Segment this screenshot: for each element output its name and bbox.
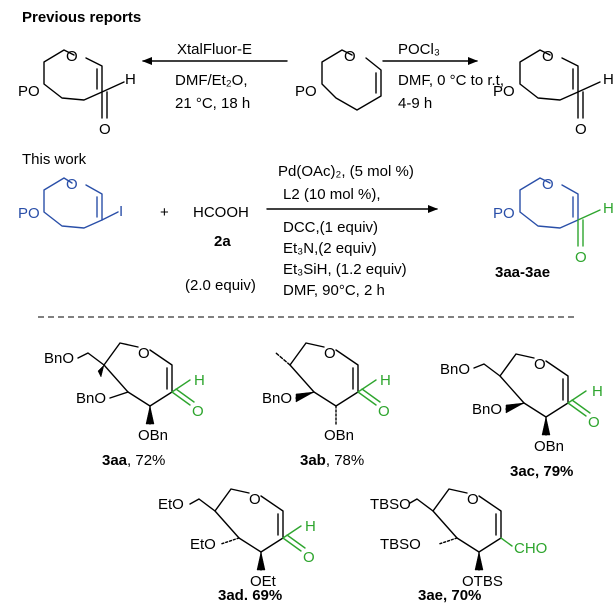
- left-reagent: XtalFluor-E: [177, 41, 252, 58]
- obn-label: OBn: [534, 438, 564, 455]
- aldehyde-oxygen: O: [99, 121, 111, 138]
- svg-text:3ae, 70%: 3ae, 70%: [418, 587, 481, 603]
- ring-oxygen: O: [467, 491, 479, 508]
- ligand: L2 (10 mol %),: [283, 186, 381, 203]
- product-id: 3aa: [102, 452, 128, 469]
- product-id: 3ad: [218, 587, 244, 603]
- left-product: O PO H O: [18, 48, 136, 138]
- bno-label: BnO: [44, 350, 74, 367]
- svg-text:3ac, 79%: 3ac, 79%: [510, 463, 573, 480]
- aldehyde-hydrogen: H: [380, 372, 391, 389]
- ring-oxygen: O: [66, 48, 78, 65]
- ring-oxygen: O: [324, 345, 336, 362]
- catalyst: Pd(OAc)₂, (5 mol %): [278, 163, 414, 180]
- formic-acid-amount: (2.0 equiv): [185, 277, 256, 294]
- product-id: 3ae: [418, 587, 443, 603]
- ring-oxygen: O: [542, 48, 554, 65]
- product-id: 3ab: [300, 452, 326, 469]
- solvent-temp-time: DMF, 90°C, 2 h: [283, 282, 385, 299]
- product-range: 3aa-3ae: [495, 264, 550, 281]
- aldehyde-oxygen: O: [303, 549, 315, 566]
- oet-label: OEt: [250, 573, 277, 590]
- product-3ab: O BnO OBn H O 3ab, 78%: [262, 342, 391, 469]
- product-yield: , 78%: [326, 452, 364, 469]
- plus-sign: +: [160, 204, 169, 221]
- ring-oxygen: O: [534, 356, 546, 373]
- aldehyde-oxygen: O: [575, 121, 587, 138]
- ring-oxygen: O: [66, 176, 78, 193]
- heading-previous-reports: Previous reports: [22, 9, 141, 26]
- po-label: PO: [493, 83, 515, 100]
- iodoglycal-substrate: O PO I: [18, 176, 123, 229]
- eto-label: EtO: [158, 496, 184, 513]
- ring-oxygen: O: [344, 48, 356, 65]
- formic-acid-label: 2a: [214, 233, 231, 250]
- right-product: O PO H O: [493, 48, 614, 138]
- po-label: PO: [18, 83, 40, 100]
- aldehyde-oxygen: O: [192, 403, 204, 420]
- left-solvent: DMF/Et₂O,: [175, 72, 248, 89]
- starting-glycal: O PO: [295, 48, 382, 111]
- aldehyde-hydrogen: H: [305, 518, 316, 535]
- aldehyde-hydrogen: H: [603, 71, 614, 88]
- aldehyde-oxygen: O: [575, 249, 587, 266]
- obn-label: OBn: [138, 427, 168, 444]
- cho-label: CHO: [514, 540, 547, 557]
- right-conditions: DMF, 0 °C to r.t,: [398, 72, 504, 89]
- iodine-label: I: [119, 203, 123, 220]
- product-yield: , 70%: [443, 587, 481, 603]
- heading-this-work: This work: [22, 151, 87, 168]
- right-reagent: POCl₃: [398, 41, 440, 58]
- ring-oxygen: O: [542, 176, 554, 193]
- svg-text:3aa, 72%: 3aa, 72%: [102, 452, 165, 469]
- ring-oxygen: O: [138, 345, 150, 362]
- bno-label: BnO: [262, 390, 292, 407]
- aldehyde-oxygen: O: [378, 403, 390, 420]
- po-label: PO: [295, 83, 317, 100]
- bno-label: BnO: [440, 361, 470, 378]
- po-label: PO: [18, 205, 40, 222]
- general-product: O PO H O: [493, 176, 614, 266]
- tbso-label: TBSO: [380, 536, 421, 553]
- aldehyde-hydrogen: H: [194, 372, 205, 389]
- product-yield: , 72%: [127, 452, 165, 469]
- aldehyde-hydrogen: H: [125, 71, 136, 88]
- product-3aa: O BnO BnO OBn H O 3aa, 72%: [44, 342, 205, 469]
- eto-label: EtO: [190, 536, 216, 553]
- product-3ae: O TBSO TBSO OTBS CHO 3ae, 70%: [370, 488, 547, 603]
- product-yield: , 79%: [535, 463, 573, 480]
- product-3ad: O EtO EtO OEt H O 3ad. 69%: [158, 488, 316, 603]
- svg-text:3ad. 69%: 3ad. 69%: [218, 587, 282, 603]
- obn-label: OBn: [324, 427, 354, 444]
- product-yield: . 69%: [244, 587, 282, 603]
- base: Et₃N,(2 equiv): [283, 240, 377, 257]
- product-3ac: O BnO BnO OBn H O 3ac, 79%: [440, 353, 603, 480]
- formic-acid: HCOOH: [193, 204, 249, 221]
- bno-label: BnO: [472, 401, 502, 418]
- left-conditions: 21 °C, 18 h: [175, 95, 250, 112]
- right-time: 4-9 h: [398, 95, 432, 112]
- product-id: 3ac: [510, 463, 535, 480]
- aldehyde-oxygen: O: [588, 414, 600, 431]
- otbs-label: OTBS: [462, 573, 503, 590]
- ring-oxygen: O: [249, 491, 261, 508]
- aldehyde-hydrogen: H: [603, 200, 614, 217]
- silane: Et₃SiH, (1.2 equiv): [283, 261, 407, 278]
- svg-text:3ab, 78%: 3ab, 78%: [300, 452, 364, 469]
- bno-label: BnO: [76, 390, 106, 407]
- additive: DCC,(1 equiv): [283, 219, 378, 236]
- tbso-label: TBSO: [370, 496, 411, 513]
- po-label: PO: [493, 205, 515, 222]
- aldehyde-hydrogen: H: [592, 383, 603, 400]
